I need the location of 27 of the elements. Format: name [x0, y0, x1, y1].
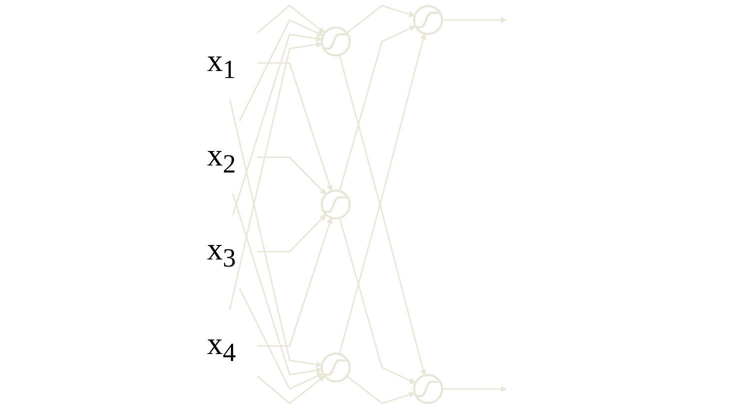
node-circle: [413, 5, 444, 36]
arrow: [257, 156, 326, 195]
node-text: x$_{2}$: [207, 137, 236, 178]
arrow: [256, 376, 326, 404]
arrow: [232, 34, 322, 216]
arrow: [229, 41, 322, 310]
node-circle: [320, 189, 351, 220]
node-text: x$_{1}$: [207, 43, 236, 84]
arrow: [346, 375, 416, 404]
arrow: [442, 16, 507, 24]
arrow: [338, 25, 416, 192]
node-circle: [413, 374, 444, 404]
arrow: [232, 194, 322, 376]
arrow: [338, 218, 416, 384]
arrow: [229, 99, 322, 368]
arrow: [238, 288, 324, 390]
arrow: [257, 217, 333, 347]
node-text: x$_{4}$: [207, 326, 236, 367]
node-circle: [320, 352, 351, 383]
arrow: [256, 4, 326, 34]
arrow: [442, 386, 507, 392]
arrow: [238, 19, 324, 122]
node-circle: [320, 26, 351, 57]
arrow: [257, 214, 326, 252]
arrow: [346, 4, 416, 34]
node-text: x$_{3}$: [207, 232, 236, 272]
arrow: [257, 62, 333, 192]
